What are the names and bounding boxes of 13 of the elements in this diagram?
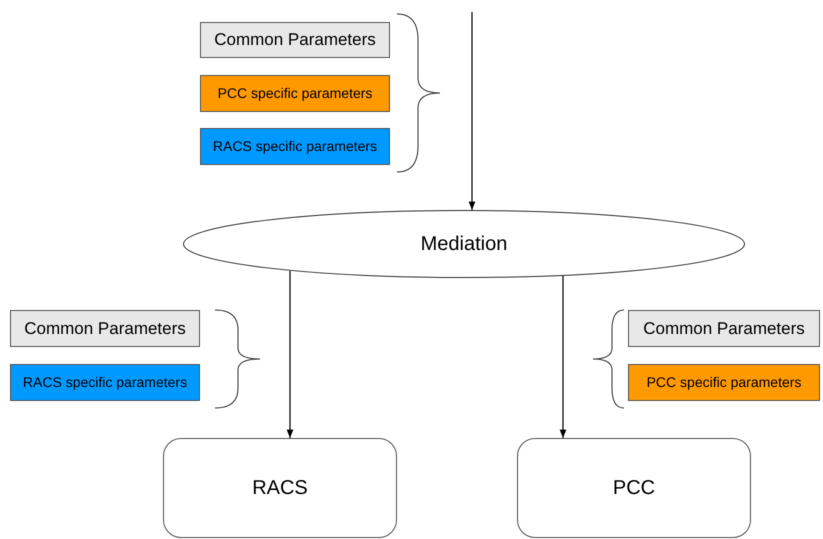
parameter-box: Common Parameters <box>628 310 820 347</box>
parameter-box: PCC specific parameters <box>200 75 390 112</box>
system-box: PCC <box>517 438 751 538</box>
parameter-box: PCC specific parameters <box>628 364 820 401</box>
parameter-box: RACS specific parameters <box>200 128 390 165</box>
arrow <box>560 276 566 438</box>
arrow <box>286 270 294 438</box>
system-box: RACS <box>163 438 397 538</box>
parameter-box: Common Parameters <box>10 310 200 347</box>
parameter-box: Common Parameters <box>200 22 390 58</box>
mediation-ellipse: Mediation <box>183 210 745 278</box>
arrow <box>468 12 476 210</box>
parameter-box: RACS specific parameters <box>10 364 200 401</box>
